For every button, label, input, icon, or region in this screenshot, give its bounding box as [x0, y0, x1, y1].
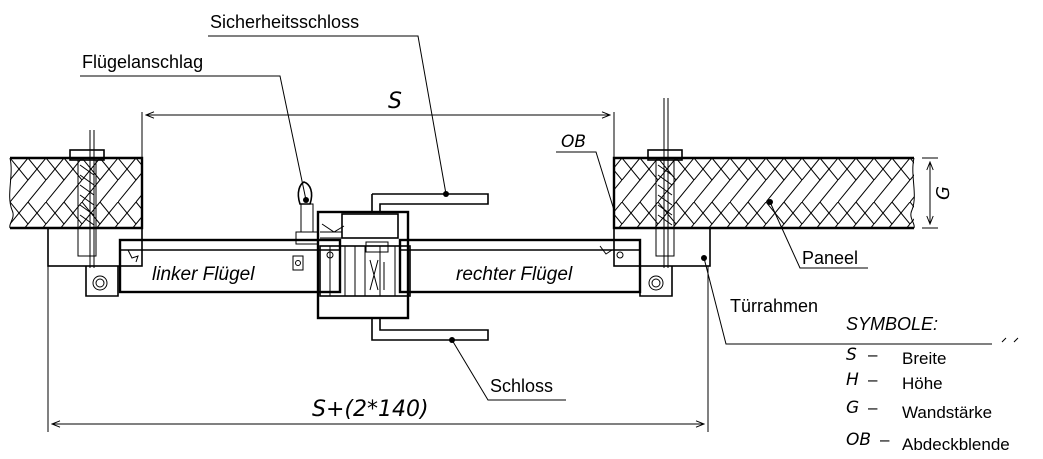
legend-text-s: Breite — [902, 349, 946, 368]
label-linker-fluegel: linker Flügel — [152, 264, 255, 285]
leader-lines — [80, 35, 1019, 401]
door-frame-right — [613, 227, 711, 267]
label-paneel: Paneel — [802, 248, 858, 268]
hinge-details — [127, 245, 624, 263]
dimension-s-text: S — [388, 89, 402, 114]
legend-text-h: Höhe — [902, 374, 943, 393]
legend-text-ob: Abdeckblende — [902, 435, 1010, 454]
right-door-leaf — [398, 238, 642, 294]
legend-symbol-ob: OB — [846, 430, 871, 450]
lower-door-handle — [371, 318, 489, 341]
legend-symbol-g: G — [846, 398, 859, 418]
frame-profile-left — [85, 266, 119, 297]
frame-profile-right — [639, 266, 673, 297]
label-rechter-fluegel: rechter Flügel — [456, 264, 573, 285]
legend-dash-s: – — [868, 345, 878, 364]
legend-symbol-h: H — [846, 370, 859, 390]
label-sicherheitsschloss: Sicherheitsschloss — [210, 12, 359, 32]
symbol-legend: SYMBOLE: S – Breite H – Höhe G – Wandstä… — [846, 314, 1010, 454]
label-fluegelanschlag: Flügelanschlag — [82, 52, 203, 72]
left-door-leaf — [118, 238, 342, 294]
dimension-total: S+(2*140) — [47, 266, 709, 432]
right-bolt — [647, 98, 683, 268]
left-bolt — [69, 130, 105, 268]
label-tuerrahmen: Türrahmen — [730, 296, 818, 316]
upper-door-handle — [371, 193, 489, 212]
ob-callout: OB — [556, 132, 615, 211]
legend-text-g: Wandstärke — [902, 403, 992, 422]
lock-assembly — [316, 210, 411, 320]
dimension-g: G — [922, 157, 954, 229]
dimension-total-text: S+(2*140) — [312, 397, 429, 422]
left-wall-panel — [9, 156, 144, 230]
dimension-g-text: G — [933, 186, 954, 200]
right-wall-panel — [612, 156, 915, 230]
door-frame-left — [47, 227, 143, 267]
door-stop — [292, 181, 319, 271]
label-schloss: Schloss — [490, 376, 553, 396]
legend-dash-ob: – — [880, 430, 890, 449]
legend-title: SYMBOLE: — [846, 314, 938, 334]
legend-dash-h: – — [868, 370, 878, 389]
legend-symbol-s: S — [846, 345, 857, 365]
dimension-s: S — [141, 89, 615, 160]
legend-dash-g: – — [868, 398, 878, 417]
ob-text: OB — [561, 132, 586, 152]
